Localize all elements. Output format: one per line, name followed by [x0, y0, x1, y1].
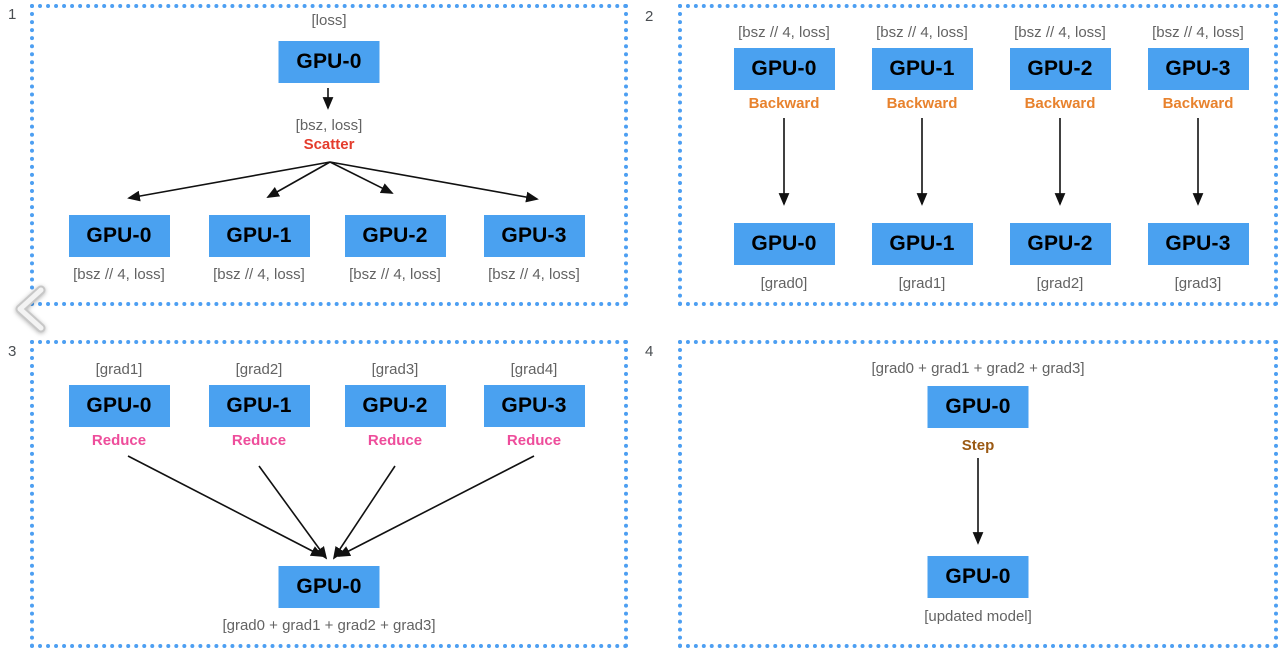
tensor-shape-label: [grad0 + grad1 + grad2 + grad3] — [222, 617, 436, 634]
gpu-box: GPU-3 — [483, 215, 585, 257]
gpu-column: GPU-3 [grad3] — [1128, 223, 1268, 292]
gpu-column: GPU-0 [bsz // 4, loss] — [49, 215, 189, 283]
panel-number-1: 1 — [8, 6, 17, 23]
tensor-shape-label: [grad0] — [760, 275, 808, 292]
gpu-box: GPU-3 — [1147, 223, 1249, 265]
tensor-shape-label: [grad3] — [371, 361, 419, 378]
gpu-column: GPU-3 [bsz // 4, loss] — [464, 215, 604, 283]
panel-number-2: 2 — [645, 8, 654, 25]
chevron-left-icon — [15, 285, 46, 333]
tensor-shape-label: [loss] — [311, 12, 347, 29]
gpu-box: GPU-0 — [733, 223, 835, 265]
gpu-column: [grad4] GPU-3 Reduce — [464, 361, 604, 449]
tensor-shape-label: [bsz // 4, loss] — [1152, 24, 1244, 41]
gpu-box: GPU-2 — [1009, 223, 1111, 265]
gpu-column: [bsz // 4, loss] GPU-3 Backward — [1128, 24, 1268, 112]
tensor-shape-label: [grad0 + grad1 + grad2 + grad3] — [871, 360, 1085, 377]
gpu-column: [bsz // 4, loss] GPU-2 Backward — [990, 24, 1130, 112]
gpu-column: [grad1] GPU-0 Reduce — [49, 361, 189, 449]
gpu-box: GPU-2 — [344, 385, 446, 427]
action-label-scatter: Scatter — [303, 136, 355, 153]
panel-number-4: 4 — [645, 343, 654, 360]
tensor-shape-label: [grad1] — [898, 275, 946, 292]
tensor-shape-label: [bsz // 4, loss] — [738, 24, 830, 41]
gpu-box: GPU-0 — [68, 385, 170, 427]
action-label-backward: Backward — [1024, 95, 1096, 112]
gpu-box: GPU-1 — [871, 48, 973, 90]
gpu-column: [bsz // 4, loss] GPU-1 Backward — [852, 24, 992, 112]
tensor-shape-label: [bsz // 4, loss] — [349, 266, 441, 283]
tensor-shape-label: [bsz // 4, loss] — [488, 266, 580, 283]
gpu-box: GPU-3 — [483, 385, 585, 427]
gpu-box: GPU-3 — [1147, 48, 1249, 90]
gpu-box: GPU-0 — [68, 215, 170, 257]
prev-slide-button[interactable] — [8, 282, 54, 339]
action-label-reduce: Reduce — [506, 432, 562, 449]
tensor-shape-label: [bsz // 4, loss] — [213, 266, 305, 283]
gpu-box-target: GPU-0 — [927, 556, 1029, 598]
tensor-shape-label: [bsz // 4, loss] — [1014, 24, 1106, 41]
tensor-shape-label: [grad3] — [1174, 275, 1222, 292]
tensor-shape-label: [bsz // 4, loss] — [73, 266, 165, 283]
gpu-box: GPU-2 — [344, 215, 446, 257]
tensor-shape-label: [updated model] — [924, 608, 1032, 625]
gpu-box: GPU-2 — [1009, 48, 1111, 90]
gpu-box-source: GPU-0 — [278, 41, 380, 83]
action-label-backward: Backward — [886, 95, 958, 112]
gpu-column: GPU-2 [grad2] — [990, 223, 1130, 292]
gpu-column: GPU-0 [grad0] — [714, 223, 854, 292]
gpu-column: GPU-1 [bsz // 4, loss] — [189, 215, 329, 283]
tensor-shape-label: [grad4] — [510, 361, 558, 378]
gpu-column: GPU-1 [grad1] — [852, 223, 992, 292]
action-label-backward: Backward — [748, 95, 820, 112]
action-label-reduce: Reduce — [367, 432, 423, 449]
gpu-box: GPU-1 — [208, 385, 310, 427]
panel-number-3: 3 — [8, 343, 17, 360]
tensor-shape-label: [bsz // 4, loss] — [876, 24, 968, 41]
panel-reduce: [grad1] GPU-0 Reduce [grad2] GPU-1 Reduc… — [30, 340, 628, 648]
tensor-shape-label: [bsz, loss] — [295, 117, 363, 134]
gpu-box: GPU-0 — [733, 48, 835, 90]
gpu-box-target: GPU-0 — [278, 566, 380, 608]
tensor-shape-label: [grad2] — [1036, 275, 1084, 292]
action-label-backward: Backward — [1162, 95, 1234, 112]
action-label-reduce: Reduce — [231, 432, 287, 449]
action-label-reduce: Reduce — [91, 432, 147, 449]
panel-backward: [bsz // 4, loss] GPU-0 Backward [bsz // … — [678, 4, 1278, 306]
gpu-column: [grad3] GPU-2 Reduce — [325, 361, 465, 449]
panel-step: [grad0 + grad1 + grad2 + grad3] GPU-0 St… — [678, 340, 1278, 648]
gpu-column: GPU-2 [bsz // 4, loss] — [325, 215, 465, 283]
gpu-box-source: GPU-0 — [927, 386, 1029, 428]
panel-scatter: [loss] GPU-0 [bsz, loss] Scatter GPU-0 [… — [30, 4, 628, 306]
tensor-shape-label: [grad2] — [235, 361, 283, 378]
gpu-box: GPU-1 — [208, 215, 310, 257]
action-label-step: Step — [961, 437, 995, 454]
gpu-column: [bsz // 4, loss] GPU-0 Backward — [714, 24, 854, 112]
tensor-shape-label: [grad1] — [95, 361, 143, 378]
gpu-column: [grad2] GPU-1 Reduce — [189, 361, 329, 449]
gpu-box: GPU-1 — [871, 223, 973, 265]
